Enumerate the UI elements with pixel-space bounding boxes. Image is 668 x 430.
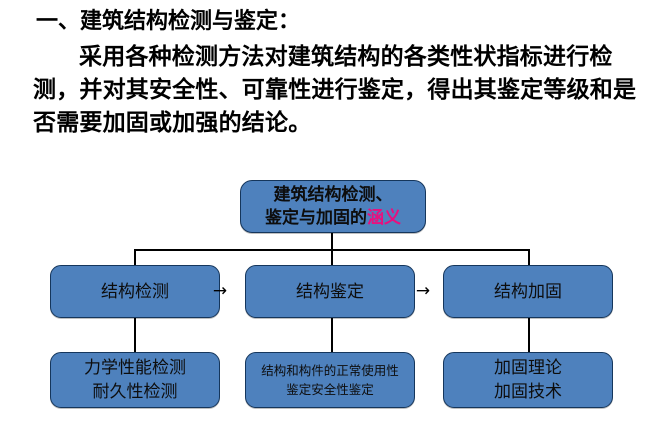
root-label-line2: 鉴定与加固的涵义 (241, 207, 425, 230)
node-label-line1: 结构和构件的正常使用性 (261, 363, 399, 378)
connector-detect-to-sub (134, 318, 136, 353)
diagram-node-structural-detection[interactable]: 结构检测 (50, 265, 220, 318)
arrow-right-icon: → (415, 281, 431, 301)
connector-drop-center (331, 249, 333, 266)
connector-root-stem (331, 233, 333, 251)
diagram-node-appraisal-details[interactable]: 结构和构件的正常使用性 鉴定安全性鉴定 (245, 352, 415, 408)
diagram-node-root[interactable]: 建筑结构检测、 鉴定与加固的涵义 (240, 180, 426, 233)
connector-reinforce-to-sub (528, 318, 530, 353)
connector-drop-left (134, 249, 136, 266)
arrow-right-icon: → (212, 281, 228, 301)
connector-appraise-to-sub (331, 318, 333, 353)
node-label-line2: 耐久性检测 (92, 382, 178, 402)
node-label-line2: 鉴定安全性鉴定 (286, 382, 374, 397)
root-label-line2-prefix: 鉴定与加固的 (265, 207, 367, 228)
node-label: 结构加固 (494, 281, 562, 302)
diagram-node-reinforcement-details[interactable]: 加固理论 加固技术 (443, 352, 613, 408)
page-title: 一、建筑结构检测与鉴定： (36, 8, 301, 34)
diagram-node-detection-details[interactable]: 力学性能检测 耐久性检测 (50, 352, 220, 408)
diagram-node-structural-appraisal[interactable]: 结构鉴定 (245, 265, 415, 318)
node-label-line1: 力学性能检测 (84, 358, 186, 378)
node-label-line2: 加固技术 (494, 382, 562, 402)
root-label-line1: 建筑结构检测、 (273, 184, 393, 205)
diagram-node-structural-reinforcement[interactable]: 结构加固 (443, 265, 613, 318)
node-label-line1: 加固理论 (494, 358, 562, 378)
node-label: 结构检测 (101, 281, 169, 302)
body-paragraph: 采用各种检测方法对建筑结构的各类性状指标进行检测，并对其安全性、可靠性进行鉴定，… (33, 43, 637, 136)
connector-drop-right (528, 249, 530, 266)
node-label: 结构鉴定 (296, 281, 364, 302)
root-label-accent: 涵义 (367, 207, 401, 228)
